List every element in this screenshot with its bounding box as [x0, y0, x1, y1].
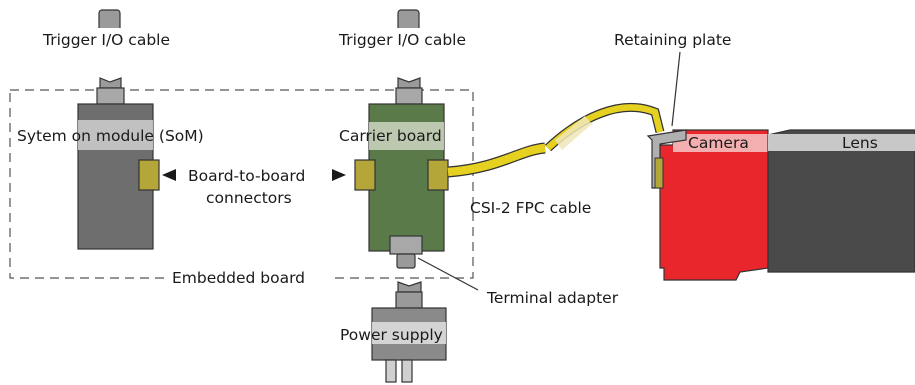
trigger-cable-center [395, 9, 423, 105]
terminal-adapter-plug [396, 253, 479, 291]
power-supply [371, 281, 447, 383]
trigger-center-label: Trigger I/O cable [338, 31, 466, 49]
b2b-arrows [162, 169, 346, 181]
terminal-adapter [389, 235, 423, 255]
trigger-left-label: Trigger I/O cable [42, 31, 170, 49]
b2b-label-line2: connectors [206, 189, 292, 207]
retaining-plate-label: Retaining plate [614, 31, 731, 49]
carrier-board [354, 103, 449, 255]
carrier-connector-right [427, 159, 449, 191]
som-module [77, 103, 160, 250]
trigger-center-label-band [335, 28, 485, 50]
trigger-left-label-band [40, 28, 190, 50]
trigger-cable-left [96, 9, 125, 105]
embedded-board-label-bg [165, 266, 335, 288]
som-label: Sytem on module (SoM) [17, 127, 204, 145]
csi-cable-label: CSI-2 FPC cable [470, 199, 591, 217]
camera-label: Camera [688, 134, 749, 152]
terminal-adapter-label: Terminal adapter [486, 289, 619, 307]
embedded-board-frame [9, 89, 474, 279]
csi-fpc-cable [447, 103, 665, 178]
camera-body [646, 129, 769, 281]
lens-label: Lens [842, 134, 878, 152]
carrier-connector-left [354, 159, 376, 191]
lens-body [767, 129, 915, 273]
carrier-label: Carrier board [339, 127, 442, 145]
b2b-label-line1: Board-to-board [188, 167, 305, 185]
retaining-plate-leader [671, 51, 681, 127]
power-supply-label: Power supply [340, 326, 443, 344]
embedded-board-label: Embedded board [172, 269, 305, 287]
som-connector [138, 159, 160, 191]
